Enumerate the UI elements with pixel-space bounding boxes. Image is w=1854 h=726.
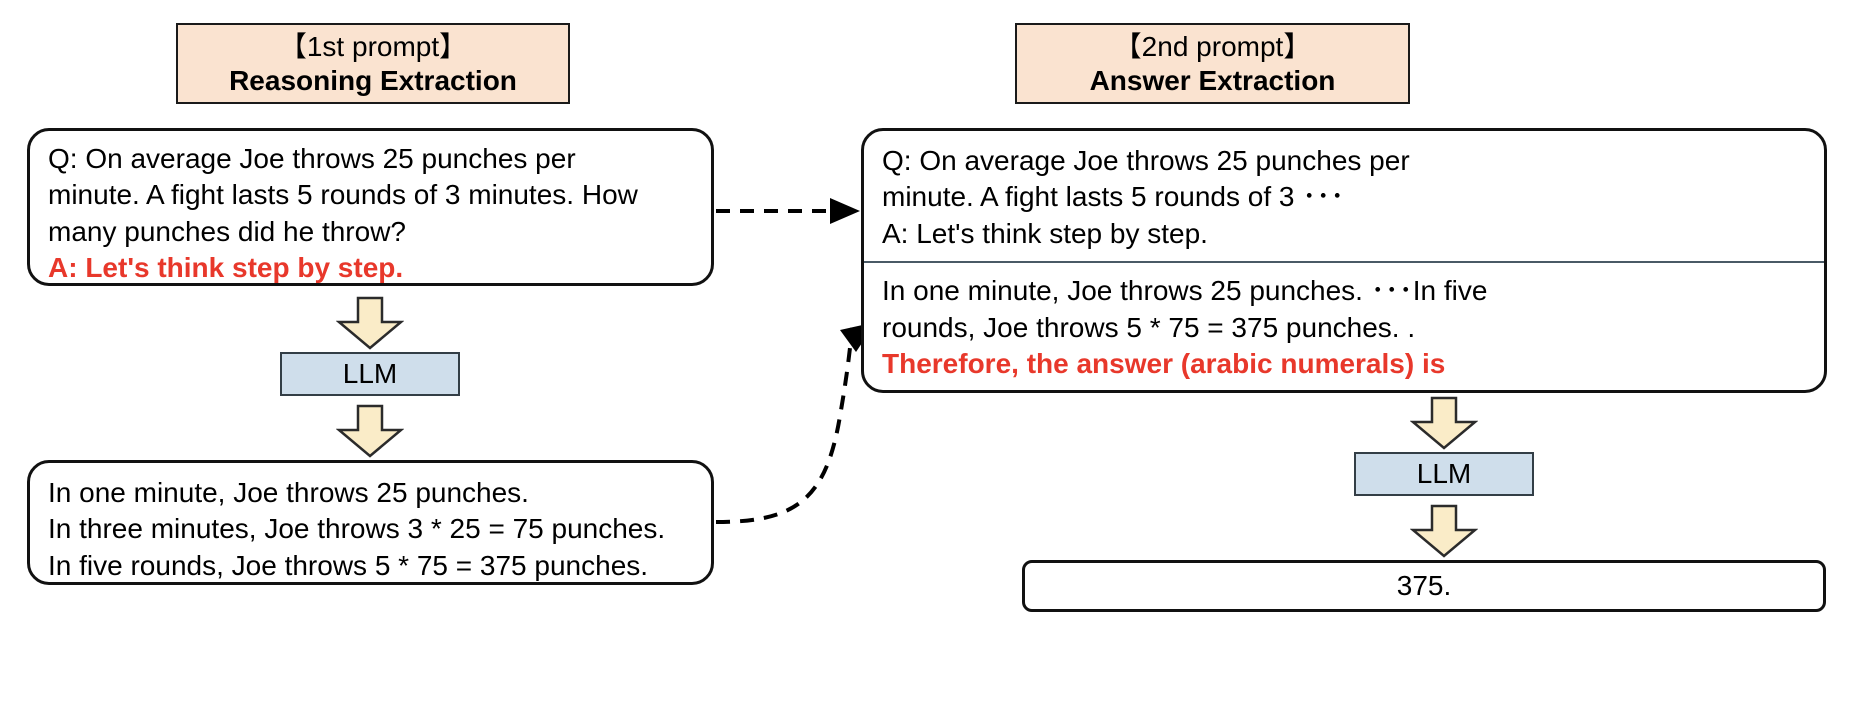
first-prompt-trigger-line: A: Let's think step by step. (48, 252, 404, 284)
second-prompt-divider (864, 261, 1824, 264)
down-block-arrow-right-1 (1409, 396, 1479, 450)
llm-label-right: LLM (1416, 458, 1472, 489)
final-answer-box: 375. (1022, 560, 1826, 612)
final-answer-text: 375. (1396, 569, 1452, 601)
second-prompt-line-3: A: Let's think step by step. (882, 217, 1208, 249)
down-block-arrow-left-2 (335, 404, 405, 458)
second-prompt-line-1: Q: On average Joe throws 25 punches per (882, 145, 1410, 176)
dashed-flow-arrow-output (715, 322, 876, 524)
llm-label-left: LLM (342, 358, 398, 389)
second-prompt-box: Q: On average Joe throws 25 punches per … (861, 128, 1827, 393)
dashed-flow-arrow-prompt (716, 198, 860, 224)
down-block-arrow-left-1 (335, 296, 405, 350)
first-prompt-line-2: minute. A fight lasts 5 rounds of 3 minu… (48, 179, 638, 211)
second-prompt-reasoning-line-1: In one minute, Joe throws 25 punches. ･･… (882, 275, 1488, 307)
first-prompt-box: Q: On average Joe throws 25 punches per … (27, 128, 714, 286)
second-prompt-bracket-label: 【2nd prompt】 (1113, 31, 1312, 63)
llm-box-left: LLM (280, 352, 460, 396)
first-prompt-line-1: Q: On average Joe throws 25 punches per (48, 143, 576, 174)
first-prompt-title: Reasoning Extraction (229, 64, 517, 96)
second-prompt-banner: 【2nd prompt】 Answer Extraction (1015, 23, 1410, 104)
second-prompt-trigger-line: Therefore, the answer (arabic numerals) … (882, 347, 1446, 379)
second-prompt-title: Answer Extraction (1089, 64, 1336, 96)
first-prompt-banner: 【1st prompt】 Reasoning Extraction (176, 23, 570, 104)
output-line-3: In five rounds, Joe throws 5 * 75 = 375 … (48, 549, 649, 581)
first-stage-output-box: In one minute, Joe throws 25 punches. In… (27, 460, 714, 585)
first-prompt-line-3: many punches did he throw? (48, 215, 406, 247)
first-prompt-bracket-label: 【1st prompt】 (278, 31, 468, 63)
second-prompt-reasoning-line-2: rounds, Joe throws 5 * 75 = 375 punches.… (882, 311, 1416, 343)
llm-box-right: LLM (1354, 452, 1534, 496)
output-line-1: In one minute, Joe throws 25 punches. (48, 477, 529, 508)
down-block-arrow-right-2 (1409, 504, 1479, 558)
second-prompt-line-2: minute. A fight lasts 5 rounds of 3 ･･･ (882, 181, 1345, 213)
output-line-2: In three minutes, Joe throws 3 * 25 = 75… (48, 513, 666, 545)
